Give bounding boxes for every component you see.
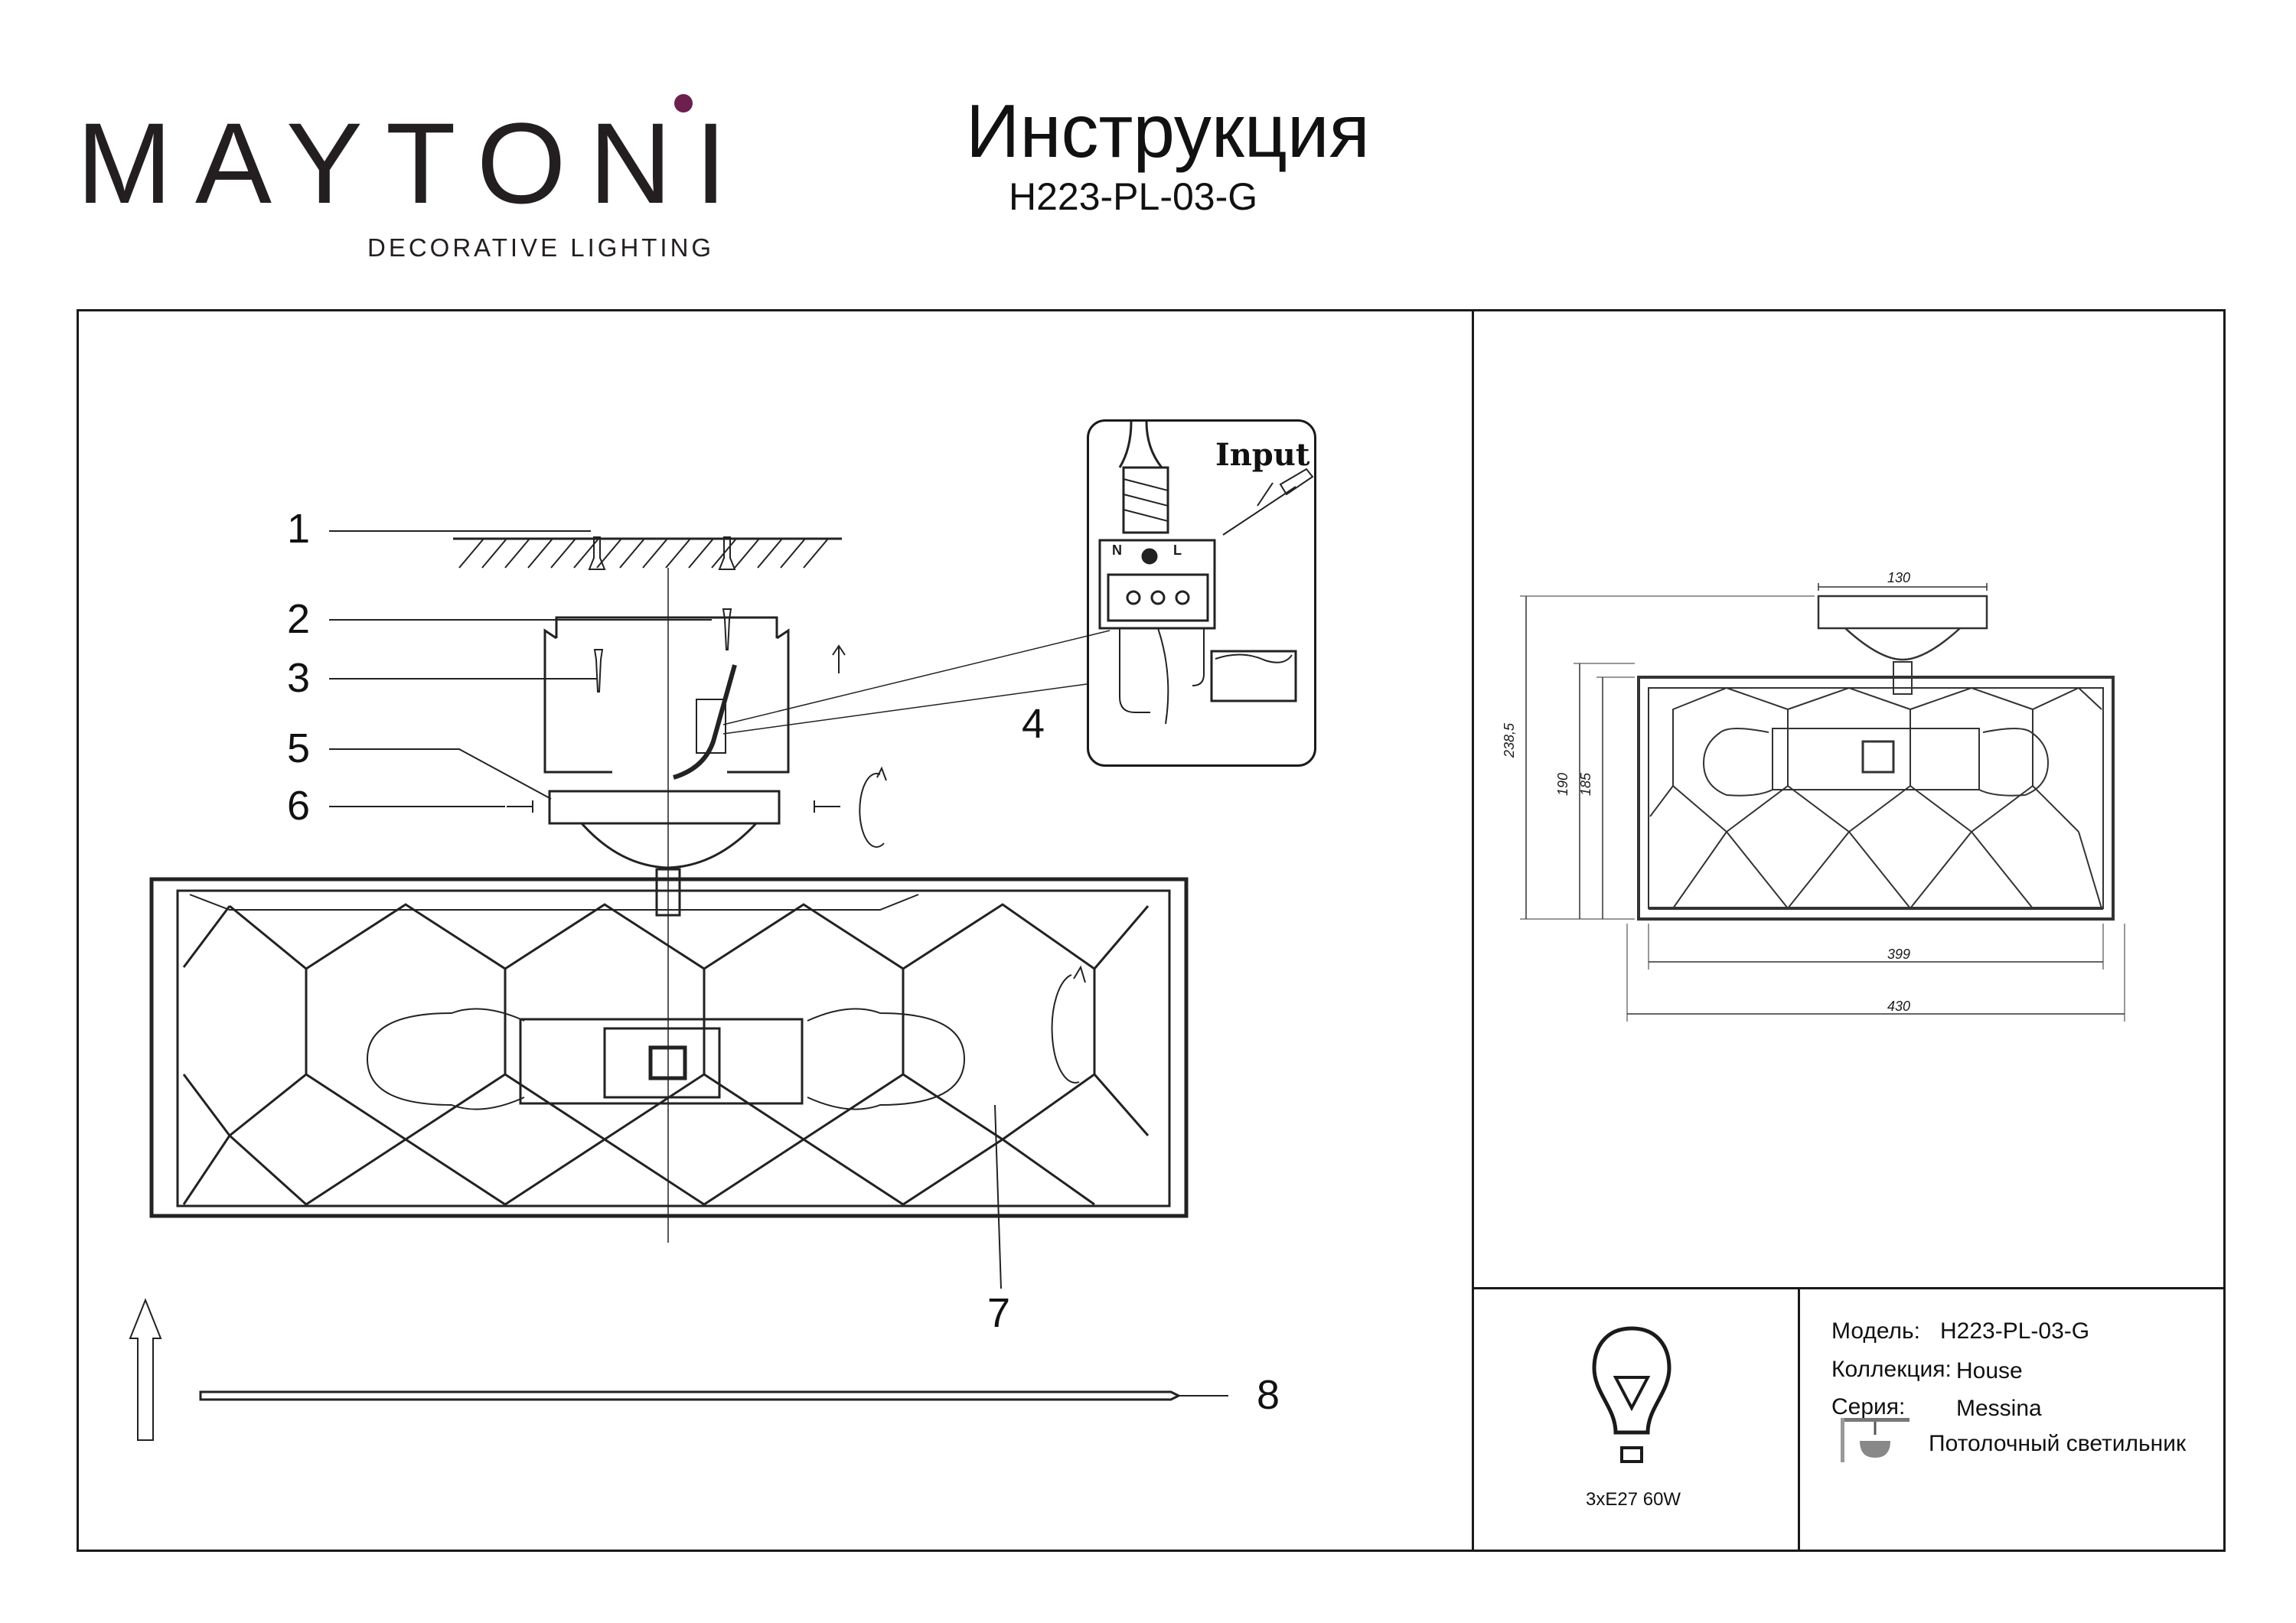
dim-inner-width: 399 <box>1887 947 1911 962</box>
dim-total-height: 238,5 <box>1502 722 1517 758</box>
callout-6: 6 <box>287 783 311 829</box>
series-label: Серия: <box>1831 1394 1906 1419</box>
model-label: Модель: <box>1831 1318 1921 1344</box>
dim-outer-width: 430 <box>1887 999 1911 1014</box>
document-frame <box>77 309 2226 1552</box>
info-divider-vertical <box>1798 1287 1800 1552</box>
type-value: Потолочный светильник <box>1929 1431 2187 1456</box>
up-arrow-icon <box>129 1298 162 1441</box>
wiring-detail: Input N L <box>1087 419 1316 767</box>
ceiling-base <box>548 790 781 917</box>
collection-label: Коллекция: <box>1831 1357 1952 1382</box>
callout-1: 1 <box>287 506 311 552</box>
bulb-icon <box>1592 1326 1671 1463</box>
wiring-input-label: Input <box>1215 437 1310 473</box>
callout-5: 5 <box>287 725 311 771</box>
wall-plug-icon <box>588 536 736 570</box>
mounting-bracket <box>543 616 790 774</box>
model-code: H223-PL-03-G <box>1009 175 1258 218</box>
assembly-drawing <box>129 530 1228 1441</box>
callout-7: 7 <box>987 1290 1011 1336</box>
model-value: H223-PL-03-G <box>1940 1318 2090 1344</box>
brand-tagline: DECORATIVE LIGHTING <box>367 233 715 262</box>
lamp-shade <box>149 877 1189 1218</box>
frame-divider-vertical <box>1472 309 1474 1552</box>
terminal-n-label: N <box>1112 543 1122 558</box>
bulb-spec: 3xE27 60W <box>1586 1489 1681 1510</box>
callout-4: 4 <box>1022 701 1045 747</box>
callout-3: 3 <box>287 655 311 701</box>
callout-2: 2 <box>287 596 311 642</box>
rotate-arrow-icon <box>859 772 885 848</box>
terminal-l-label: L <box>1173 543 1182 558</box>
screw-icon <box>593 608 732 693</box>
page-title: Инструкция <box>966 89 1370 173</box>
callout-8: 8 <box>1257 1372 1280 1418</box>
dim-canopy-width: 130 <box>1887 570 1911 585</box>
dim-cage-height: 185 <box>1578 772 1593 796</box>
ceiling-surface <box>453 537 842 569</box>
ceiling-lamp-icon <box>1841 1418 1910 1462</box>
dim-shade-height: 190 <box>1555 772 1570 796</box>
bottom-diffuser <box>199 1390 1182 1401</box>
up-arrow-icon <box>832 644 846 673</box>
logo-dot-icon <box>674 94 693 112</box>
frame-divider-horizontal <box>1472 1287 2226 1289</box>
brand-logo: MAYTONI <box>77 99 750 227</box>
series-value: Messina <box>1956 1396 2042 1421</box>
collection-value: House <box>1956 1358 2023 1383</box>
dimension-drawing <box>1520 583 2125 1022</box>
